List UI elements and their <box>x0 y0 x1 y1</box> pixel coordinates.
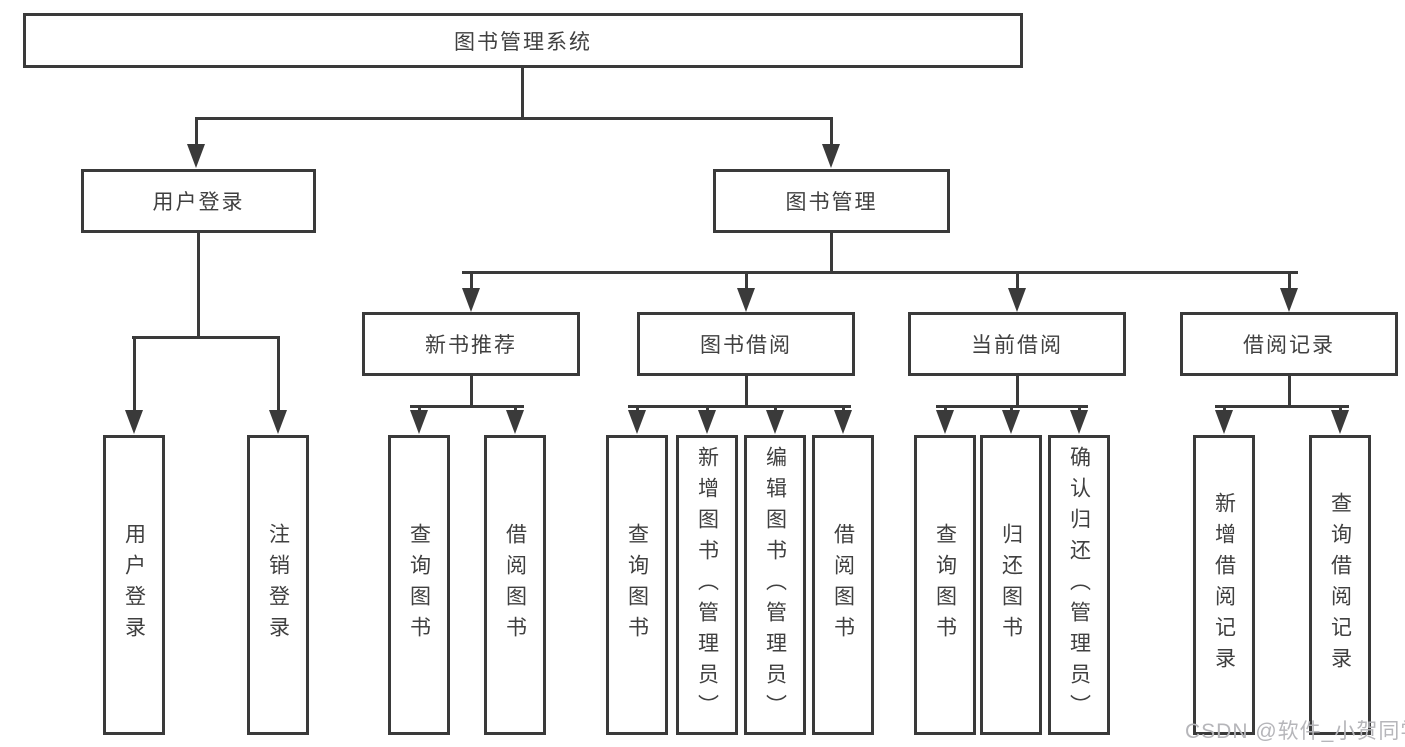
arrowhead-to-records-add <box>1215 410 1233 434</box>
connector-to-current-return <box>1010 405 1013 412</box>
arrowhead-to-leaf-user-login <box>125 410 143 434</box>
leaf-user-login-label: 用户登录 <box>122 523 146 647</box>
leaf-current-query-books-label: 查询图书 <box>933 523 957 647</box>
node-borrow-records: 借阅记录 <box>1180 312 1398 376</box>
connector-borrow-branch <box>628 405 851 408</box>
leaf-current-query-books: 查询图书 <box>914 435 976 735</box>
connector-to-borrow-records <box>1288 271 1291 290</box>
connector-to-leaf-user-login <box>133 336 136 412</box>
connector-root-stem <box>521 68 524 117</box>
leaf-current-return-books-label: 归还图书 <box>999 523 1023 647</box>
connector-to-borrow-query <box>636 405 639 412</box>
connector-borrow-stem <box>745 376 748 405</box>
connector-records-stem <box>1288 376 1291 405</box>
connector-user-login-branch <box>132 336 280 339</box>
leaf-borrow-add-books-admin: 新增图书（管理员） <box>676 435 738 735</box>
node-book-borrow: 图书借阅 <box>637 312 855 376</box>
node-new-book-recommend-label: 新书推荐 <box>425 334 517 357</box>
node-borrow-records-label: 借阅记录 <box>1243 334 1335 357</box>
leaf-logout-login: 注销登录 <box>247 435 309 735</box>
connector-user-login-stem <box>197 233 200 336</box>
leaf-current-confirm-return-admin-label: 确认归还（管理员） <box>1067 445 1091 725</box>
connector-records-branch <box>1215 405 1349 408</box>
leaf-records-query-record: 查询借阅记录 <box>1309 435 1371 735</box>
leaf-borrow-borrow-books: 借阅图书 <box>812 435 874 735</box>
leaf-borrow-edit-books-admin-label: 编辑图书（管理员） <box>763 445 787 725</box>
leaf-recommend-query-books: 查询图书 <box>388 435 450 735</box>
connector-book-management-branch <box>462 271 1298 274</box>
arrowhead-to-borrow-add <box>698 410 716 434</box>
connector-to-borrow-add <box>706 405 709 412</box>
node-book-borrow-label: 图书借阅 <box>700 334 792 357</box>
connector-to-new-book-recommend <box>470 271 473 290</box>
node-user-login-label: 用户登录 <box>152 191 245 214</box>
arrowhead-to-user-login <box>187 144 205 168</box>
arrowhead-to-leaf-logout <box>269 410 287 434</box>
leaf-borrow-add-books-admin-label: 新增图书（管理员） <box>695 445 719 725</box>
connector-to-current-borrow <box>1016 271 1019 290</box>
arrowhead-to-current-confirm <box>1070 410 1088 434</box>
arrowhead-to-current-borrow <box>1008 288 1026 312</box>
leaf-recommend-borrow-books-label: 借阅图书 <box>503 523 527 647</box>
node-user-login: 用户登录 <box>81 169 316 233</box>
arrowhead-to-borrow-records <box>1280 288 1298 312</box>
arrowhead-to-book-borrow <box>737 288 755 312</box>
connector-to-recommend-borrow <box>514 405 517 412</box>
leaf-borrow-borrow-books-label: 借阅图书 <box>831 523 855 647</box>
connector-to-current-query <box>944 405 947 412</box>
connector-to-user-login <box>195 117 198 146</box>
leaf-borrow-edit-books-admin: 编辑图书（管理员） <box>744 435 806 735</box>
leaf-current-confirm-return-admin: 确认归还（管理员） <box>1048 435 1110 735</box>
connector-to-current-confirm <box>1078 405 1081 412</box>
node-library-management-system: 图书管理系统 <box>23 13 1023 68</box>
connector-book-management-stem <box>830 233 833 273</box>
leaf-user-login: 用户登录 <box>103 435 165 735</box>
node-current-borrow-label: 当前借阅 <box>971 334 1063 357</box>
leaf-recommend-borrow-books: 借阅图书 <box>484 435 546 735</box>
leaf-borrow-query-books-label: 查询图书 <box>625 523 649 647</box>
arrowhead-to-current-return <box>1002 410 1020 434</box>
connector-to-recommend-query <box>418 405 421 412</box>
leaf-records-query-record-label: 查询借阅记录 <box>1328 492 1352 678</box>
arrowhead-to-recommend-query <box>410 410 428 434</box>
connector-to-book-borrow <box>745 271 748 290</box>
connector-root-branch <box>195 117 833 120</box>
leaf-recommend-query-books-label: 查询图书 <box>407 523 431 647</box>
node-book-management-label: 图书管理 <box>785 191 878 214</box>
arrowhead-to-records-query <box>1331 410 1349 434</box>
connector-recommend-stem <box>470 376 473 405</box>
csdn-watermark: CSDN @软件_小贺同学 <box>1185 720 1405 743</box>
connector-to-borrow-borrow <box>842 405 845 412</box>
leaf-records-add-record: 新增借阅记录 <box>1193 435 1255 735</box>
node-library-management-system-label: 图书管理系统 <box>454 30 592 54</box>
leaf-records-add-record-label: 新增借阅记录 <box>1212 492 1236 678</box>
arrowhead-to-book-management <box>822 144 840 168</box>
leaf-logout-login-label: 注销登录 <box>266 523 290 647</box>
arrowhead-to-current-query <box>936 410 954 434</box>
node-book-management: 图书管理 <box>713 169 950 233</box>
arrowhead-to-recommend-borrow <box>506 410 524 434</box>
node-new-book-recommend: 新书推荐 <box>362 312 580 376</box>
connector-to-records-add <box>1223 405 1226 412</box>
connector-current-stem <box>1016 376 1019 405</box>
arrowhead-to-borrow-borrow <box>834 410 852 434</box>
node-current-borrow: 当前借阅 <box>908 312 1126 376</box>
arrowhead-to-new-book-recommend <box>462 288 480 312</box>
arrowhead-to-borrow-edit <box>766 410 784 434</box>
connector-to-records-query <box>1339 405 1342 412</box>
leaf-borrow-query-books: 查询图书 <box>606 435 668 735</box>
leaf-current-return-books: 归还图书 <box>980 435 1042 735</box>
connector-to-borrow-edit <box>774 405 777 412</box>
arrowhead-to-borrow-query <box>628 410 646 434</box>
connector-to-leaf-logout <box>277 336 280 412</box>
connector-to-book-management <box>830 117 833 146</box>
connector-recommend-branch <box>410 405 524 408</box>
